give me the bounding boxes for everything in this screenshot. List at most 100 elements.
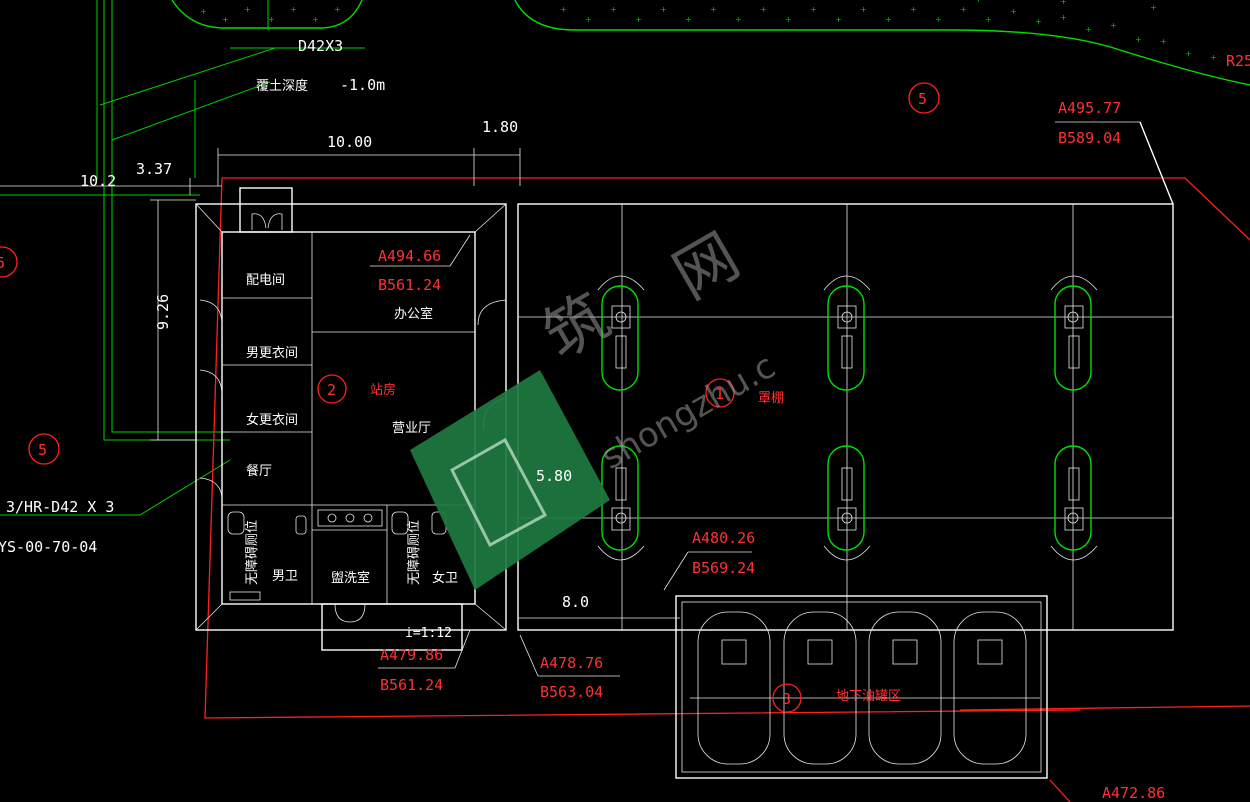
marker-3-label: 3 [782, 690, 791, 708]
svg-text:+: + [200, 7, 207, 16]
svg-text:+: + [244, 5, 251, 14]
marker-5c-label: 5 [0, 254, 5, 272]
svg-text:+: + [1185, 49, 1192, 58]
dim-5-80: 5.80 [536, 467, 572, 485]
coord-2b: B561.24 [378, 276, 441, 294]
zone-canopy: 罩棚 [758, 391, 784, 406]
watermark-logo [410, 370, 610, 590]
svg-text:+: + [685, 15, 692, 24]
room-office: 办公室 [394, 306, 433, 322]
coord-6a: A472.86 [1102, 784, 1165, 802]
marker-circle-2 [317, 374, 347, 404]
marker-2-label: 2 [327, 381, 336, 399]
watermark-char-1: 筑 [531, 279, 621, 373]
room-female-wc: 女卫 [432, 570, 458, 586]
planting-area-left: + + + + + + + [171, 0, 363, 29]
dim-3-37: 3.37 [136, 160, 172, 178]
room-station: 站房 [370, 382, 396, 398]
coord-5b: B563.04 [540, 683, 603, 701]
svg-text:+: + [334, 5, 341, 14]
svg-text:+: + [785, 15, 792, 24]
marker-5a-label: 5 [918, 90, 927, 108]
svg-text:+: + [860, 5, 867, 14]
marker-5b-label: 5 [38, 441, 47, 459]
tank-area [675, 595, 1048, 779]
planting-dots: ++++ ++++ ++++ ++++ ++++ ++++ +++ +++ [560, 0, 1217, 62]
leader-lines [370, 121, 1140, 677]
room-wash: 盥洗室 [331, 570, 370, 586]
tank-3 [868, 611, 942, 765]
room-acc-wc-2: 无障碍厕位 [407, 520, 422, 585]
dispenser-5 [823, 445, 871, 561]
svg-text:+: + [1210, 53, 1217, 62]
tank-1 [697, 611, 771, 765]
svg-text:+: + [985, 15, 992, 24]
svg-text:+: + [1085, 25, 1092, 34]
marker-circle-1 [705, 378, 735, 408]
dimension-lines [0, 148, 680, 619]
dim-8-0: 8.0 [562, 593, 589, 611]
station-building [195, 187, 507, 651]
svg-text:+: + [835, 15, 842, 24]
svg-text:+: + [1135, 35, 1142, 44]
pipe-spec-label: D42X3 [298, 37, 343, 55]
svg-text:+: + [1160, 37, 1167, 46]
coord-4b: B561.24 [380, 676, 443, 694]
svg-text:+: + [560, 5, 567, 14]
coord-3a: A480.26 [692, 529, 755, 547]
dim-10-2: 10.2 [80, 172, 116, 190]
room-female-locker: 女更衣间 [246, 412, 298, 428]
svg-text:+: + [1035, 17, 1042, 26]
property-boundary [204, 177, 1250, 802]
sanitary-fixtures [227, 509, 447, 601]
svg-text:+: + [290, 5, 297, 14]
svg-text:+: + [268, 15, 275, 24]
dispenser-2 [823, 275, 871, 391]
marker-circle-5c [0, 246, 18, 278]
dispenser-1 [597, 275, 645, 391]
drawing-code: YS-00-70-04 [0, 538, 97, 556]
svg-text:+: + [610, 5, 617, 14]
room-male-wc: 男卫 [272, 569, 298, 584]
fuel-dispensers [597, 275, 1098, 561]
svg-text:+: + [1010, 7, 1017, 16]
marker-1-label: 1 [715, 385, 724, 403]
marker-circle-3 [772, 683, 802, 713]
tank-4 [953, 611, 1027, 765]
svg-text:+: + [1060, 13, 1067, 22]
dim-1-80: 1.80 [482, 118, 518, 136]
room-canteen: 餐厅 [246, 463, 272, 479]
dim-10-00: 10.00 [327, 133, 372, 151]
svg-text:+: + [312, 15, 319, 24]
room-acc-wc-1: 无障碍厕位 [245, 520, 260, 585]
slope-label: i=1:12 [405, 626, 452, 641]
svg-text:+: + [585, 15, 592, 24]
dispenser-3 [1050, 275, 1098, 391]
coord-5a: A478.76 [540, 654, 603, 672]
cover-depth-value: -1.0m [340, 76, 385, 94]
marker-circle-5b [28, 433, 60, 465]
planting-area-right: ++++ ++++ ++++ ++++ ++++ ++++ +++ +++ [514, 0, 1250, 86]
svg-text:+: + [222, 15, 229, 24]
room-power: 配电间 [246, 273, 285, 288]
watermark-char-2: 网 [661, 219, 751, 313]
canopy-structure [517, 121, 1174, 631]
coord-4a: A479.86 [380, 646, 443, 664]
svg-text:+: + [635, 15, 642, 24]
svg-text:+: + [975, 0, 982, 4]
coord-2a: A494.66 [378, 247, 441, 265]
svg-text:+: + [760, 5, 767, 14]
svg-text:+: + [885, 15, 892, 24]
svg-text:+: + [1150, 3, 1157, 12]
dim-9-26: 9.26 [154, 294, 172, 330]
coord-1a: A495.77 [1058, 99, 1121, 117]
svg-text:+: + [910, 5, 917, 14]
room-hall: 营业厅 [392, 421, 431, 436]
zone-tank-area: 地下油罐区 [836, 689, 901, 704]
svg-text:+: + [710, 5, 717, 14]
pipe-spec-2: 3/HR-D42 X 3 [6, 498, 114, 516]
svg-text:+: + [1110, 21, 1117, 30]
room-male-locker: 男更衣间 [246, 345, 298, 361]
coord-1b: B589.04 [1058, 129, 1121, 147]
